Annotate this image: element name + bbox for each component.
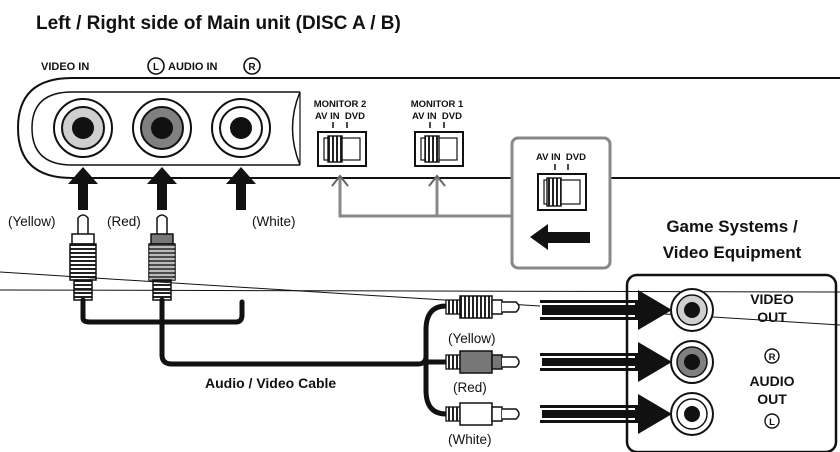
left-arrow-icon	[530, 224, 590, 250]
video-out-label-line1: VIDEO	[750, 291, 794, 307]
equipment-title-line2: Video Equipment	[663, 243, 802, 262]
monitor-2-switch[interactable]	[317, 122, 367, 167]
monitor-2-label: MONITOR 2	[314, 99, 367, 110]
plug-label-yellow: (Yellow)	[8, 214, 56, 229]
video-out-label-line2: OUT	[757, 309, 787, 325]
audio-in-left-jack[interactable]	[132, 98, 192, 158]
audio-in-label: AUDIO IN	[168, 61, 218, 73]
diagram-title: Left / Right side of Main unit (DISC A /…	[36, 13, 401, 34]
reference-line	[0, 289, 840, 293]
right-arrow-icon	[540, 342, 672, 382]
monitor-1-label: MONITOR 1	[411, 99, 464, 110]
video-in-label: VIDEO IN	[41, 61, 89, 73]
audio-right-mark-icon: R	[764, 348, 780, 364]
svg-text:L: L	[153, 62, 159, 73]
zoom-switch-positions: AV IN DVD	[536, 152, 586, 163]
audio-left-mark-icon: L	[764, 413, 780, 429]
switch-zoom-callout: AV IN DVD	[510, 136, 612, 270]
up-arrow-icon	[68, 167, 98, 210]
svg-text:R: R	[769, 352, 776, 363]
video-out-jack[interactable]	[670, 288, 714, 332]
white-side-plug	[445, 402, 520, 426]
monitor-1-switch[interactable]	[414, 122, 464, 167]
right-arrow-icon	[540, 290, 672, 330]
red-side-plug	[445, 350, 520, 374]
red-rca-plug	[148, 214, 176, 301]
callout-lines	[331, 174, 512, 218]
yellow-side-plug	[445, 295, 520, 319]
equipment-title-line1: Game Systems /	[666, 217, 798, 236]
side-plug-label-red: (Red)	[453, 380, 487, 395]
audio-in-right-jack[interactable]	[211, 98, 271, 158]
cable-label: Audio / Video Cable	[205, 375, 336, 391]
monitor-1-positions: AV IN DVD	[412, 111, 462, 122]
yellow-rca-plug	[69, 214, 97, 301]
up-arrow-icon	[226, 167, 256, 210]
up-arrow-icon	[147, 167, 177, 210]
svg-text:L: L	[769, 417, 775, 428]
plug-label-red: (Red)	[107, 214, 141, 229]
main-unit-panel	[16, 77, 840, 179]
reference-line	[0, 271, 840, 326]
monitor-2-positions: AV IN DVD	[315, 111, 365, 122]
av-cable	[80, 297, 449, 417]
audio-right-mark-icon: R	[243, 57, 261, 75]
right-arrow-icon	[540, 394, 672, 434]
video-in-jack[interactable]	[53, 98, 113, 158]
side-plug-label-yellow: (Yellow)	[448, 331, 496, 346]
audio-out-right-jack[interactable]	[670, 340, 714, 384]
audio-out-label-line2: OUT	[757, 391, 787, 407]
side-plug-label-white: (White)	[448, 432, 492, 447]
audio-out-left-jack[interactable]	[670, 392, 714, 436]
audio-out-label-line1: AUDIO	[749, 373, 794, 389]
game-system-panel	[625, 273, 838, 452]
svg-text:R: R	[248, 62, 256, 73]
audio-left-mark-icon: L	[147, 57, 165, 75]
plug-label-white: (White)	[252, 214, 296, 229]
